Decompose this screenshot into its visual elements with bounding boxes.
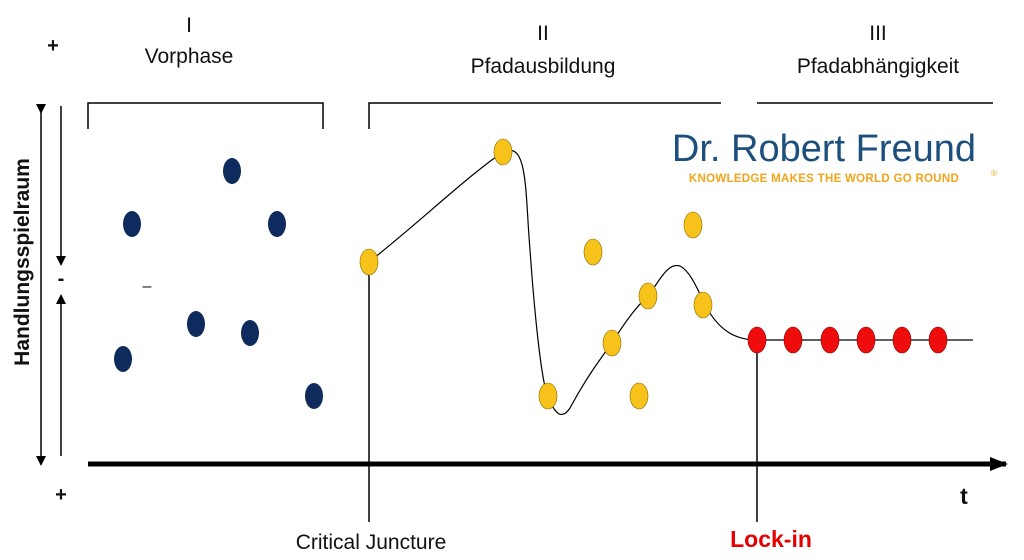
red-dot	[820, 326, 840, 354]
phase-2-bracket	[368, 102, 721, 129]
phase-2-name: Pfadausbildung	[471, 55, 616, 78]
yellow-dot	[359, 248, 379, 276]
phase-1-bracket	[87, 102, 324, 129]
yellow-dot	[629, 382, 649, 410]
navy-dot	[268, 211, 286, 237]
inner-minus-sign: –	[143, 278, 152, 295]
brand-logo: Dr. Robert Freund KNOWLEDGE MAKES THE WO…	[672, 128, 997, 185]
time-axis-label: t	[960, 483, 968, 509]
vorphase-dots	[114, 158, 323, 409]
red-dot	[856, 326, 876, 354]
phase-1-name: Vorphase	[145, 45, 234, 68]
pfadabhaengigkeit-dots	[747, 326, 948, 354]
yellow-dot	[583, 238, 603, 266]
yellow-dot	[683, 211, 703, 239]
y-axis-middle-sign: -	[58, 268, 65, 290]
y-axis-top-sign: +	[47, 35, 59, 57]
red-dot	[892, 326, 912, 354]
navy-dot	[114, 346, 132, 372]
brand-registered-mark: ®	[991, 169, 997, 178]
development-path-curve	[368, 149, 973, 416]
phase-3-name: Pfadabhängigkeit	[797, 55, 959, 78]
pfadausbildung-dots	[359, 138, 713, 410]
yellow-dot	[602, 329, 622, 357]
critical-juncture-label: Critical Juncture	[296, 531, 447, 554]
y-axis-bottom-sign: +	[55, 484, 67, 506]
yellow-dot	[693, 291, 713, 319]
lock-in-label: Lock-in	[730, 526, 812, 552]
brand-tagline: KNOWLEDGE MAKES THE WORLD GO ROUND	[689, 173, 959, 185]
yellow-dot	[638, 282, 658, 310]
phase-3-numeral: III	[869, 22, 887, 45]
navy-dot	[305, 383, 323, 409]
yellow-dot	[538, 382, 558, 410]
navy-dot	[223, 158, 241, 184]
yellow-dot	[493, 138, 513, 166]
red-dot	[928, 326, 948, 354]
navy-dot	[187, 311, 205, 337]
navy-dot	[123, 211, 141, 237]
red-dot	[747, 326, 767, 354]
red-dot	[783, 326, 803, 354]
y-axis-label: Handlungsspielraum	[11, 158, 34, 366]
navy-dot	[241, 320, 259, 346]
brand-name: Dr. Robert Freund	[672, 128, 976, 170]
phase-2-numeral: II	[537, 22, 549, 45]
phase-1-numeral: I	[186, 14, 192, 37]
